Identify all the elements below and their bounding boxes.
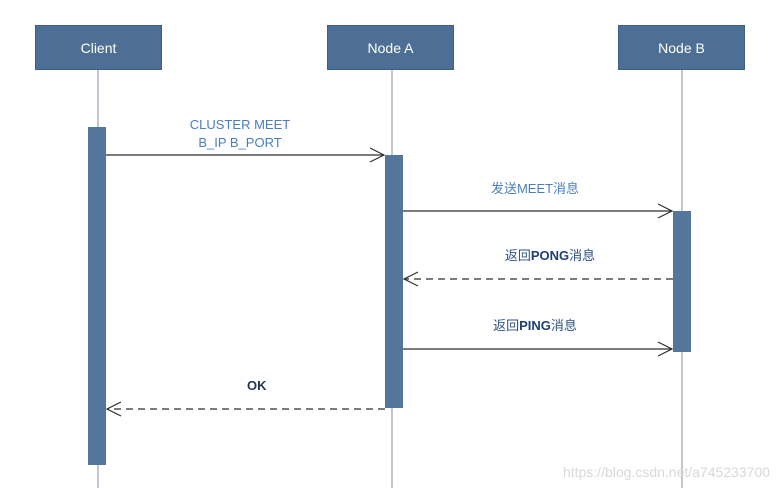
send-meet-arrowhead bbox=[657, 203, 674, 219]
node-a-participant-label: Node A bbox=[367, 39, 414, 56]
node-b-participant-label: Node B bbox=[658, 39, 705, 56]
return-pong-label: 返回PONG消息 bbox=[470, 247, 630, 265]
client-participant: Client bbox=[35, 25, 162, 70]
return-pong-arrowhead bbox=[402, 271, 419, 287]
return-ping-label: 返回PING消息 bbox=[455, 317, 615, 335]
node-b-participant: Node B bbox=[618, 25, 745, 70]
return-pong-suffix: 消息 bbox=[569, 248, 596, 263]
return-ping-strong: PING bbox=[519, 318, 551, 333]
ok-label: OK bbox=[247, 378, 267, 393]
cluster-meet-label: CLUSTER MEET B_IP B_PORT bbox=[160, 116, 320, 152]
return-pong-prefix: 返回 bbox=[504, 248, 531, 263]
watermark: https://blog.csdn.net/a745233700 bbox=[562, 464, 770, 480]
return-ping-arrowhead bbox=[657, 341, 674, 357]
node-a-participant: Node A bbox=[327, 25, 454, 70]
return-pong-strong: PONG bbox=[530, 248, 570, 263]
return-ping-prefix: 返回 bbox=[493, 318, 520, 333]
client-activation-bar bbox=[88, 127, 106, 465]
ok-arrowhead bbox=[105, 401, 122, 417]
return-ping-suffix: 消息 bbox=[550, 318, 577, 333]
send-meet-label: 发送MEET消息 bbox=[490, 181, 580, 196]
cluster-meet-label-line2: B_IP B_PORT bbox=[198, 135, 282, 150]
node-a-activation-bar bbox=[385, 155, 403, 408]
client-participant-label: Client bbox=[80, 39, 117, 56]
cluster-meet-label-line1: CLUSTER MEET bbox=[189, 117, 291, 132]
node-b-activation-bar bbox=[673, 211, 691, 352]
cluster-meet-arrowhead bbox=[369, 147, 386, 163]
